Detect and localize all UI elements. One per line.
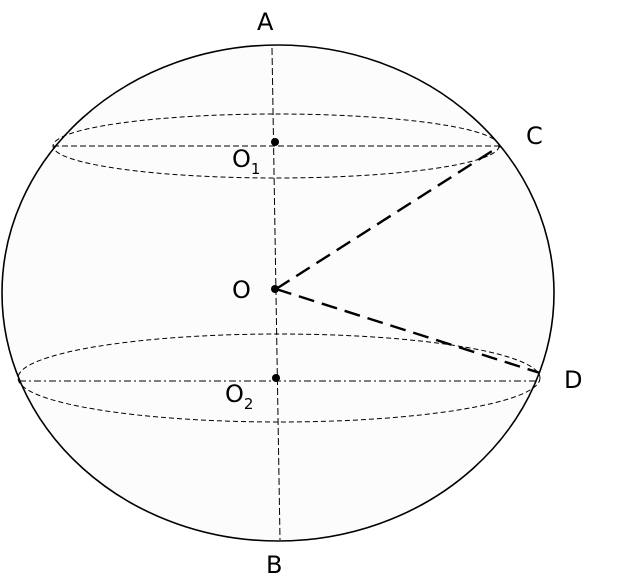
lower-section-ellipse [17,333,541,423]
point-o1-dot [271,138,279,146]
axis-line-ab [271,47,281,541]
label-o2-base: O [225,380,244,408]
label-o2-sub: 2 [244,395,254,413]
label-o1: O1 [232,145,260,178]
label-c: C [526,122,543,150]
label-a: A [257,8,274,36]
segment-od [275,287,541,375]
segment-oc [275,144,501,291]
sphere-outline [1,44,555,542]
point-o-dot [271,285,279,293]
label-o1-sub: 1 [251,160,261,178]
label-o2: O2 [225,380,253,413]
point-o2-dot [272,374,280,382]
label-o1-base: O [232,145,251,173]
label-b: B [266,551,282,579]
label-o: O [232,276,251,304]
label-d: D [564,366,582,394]
